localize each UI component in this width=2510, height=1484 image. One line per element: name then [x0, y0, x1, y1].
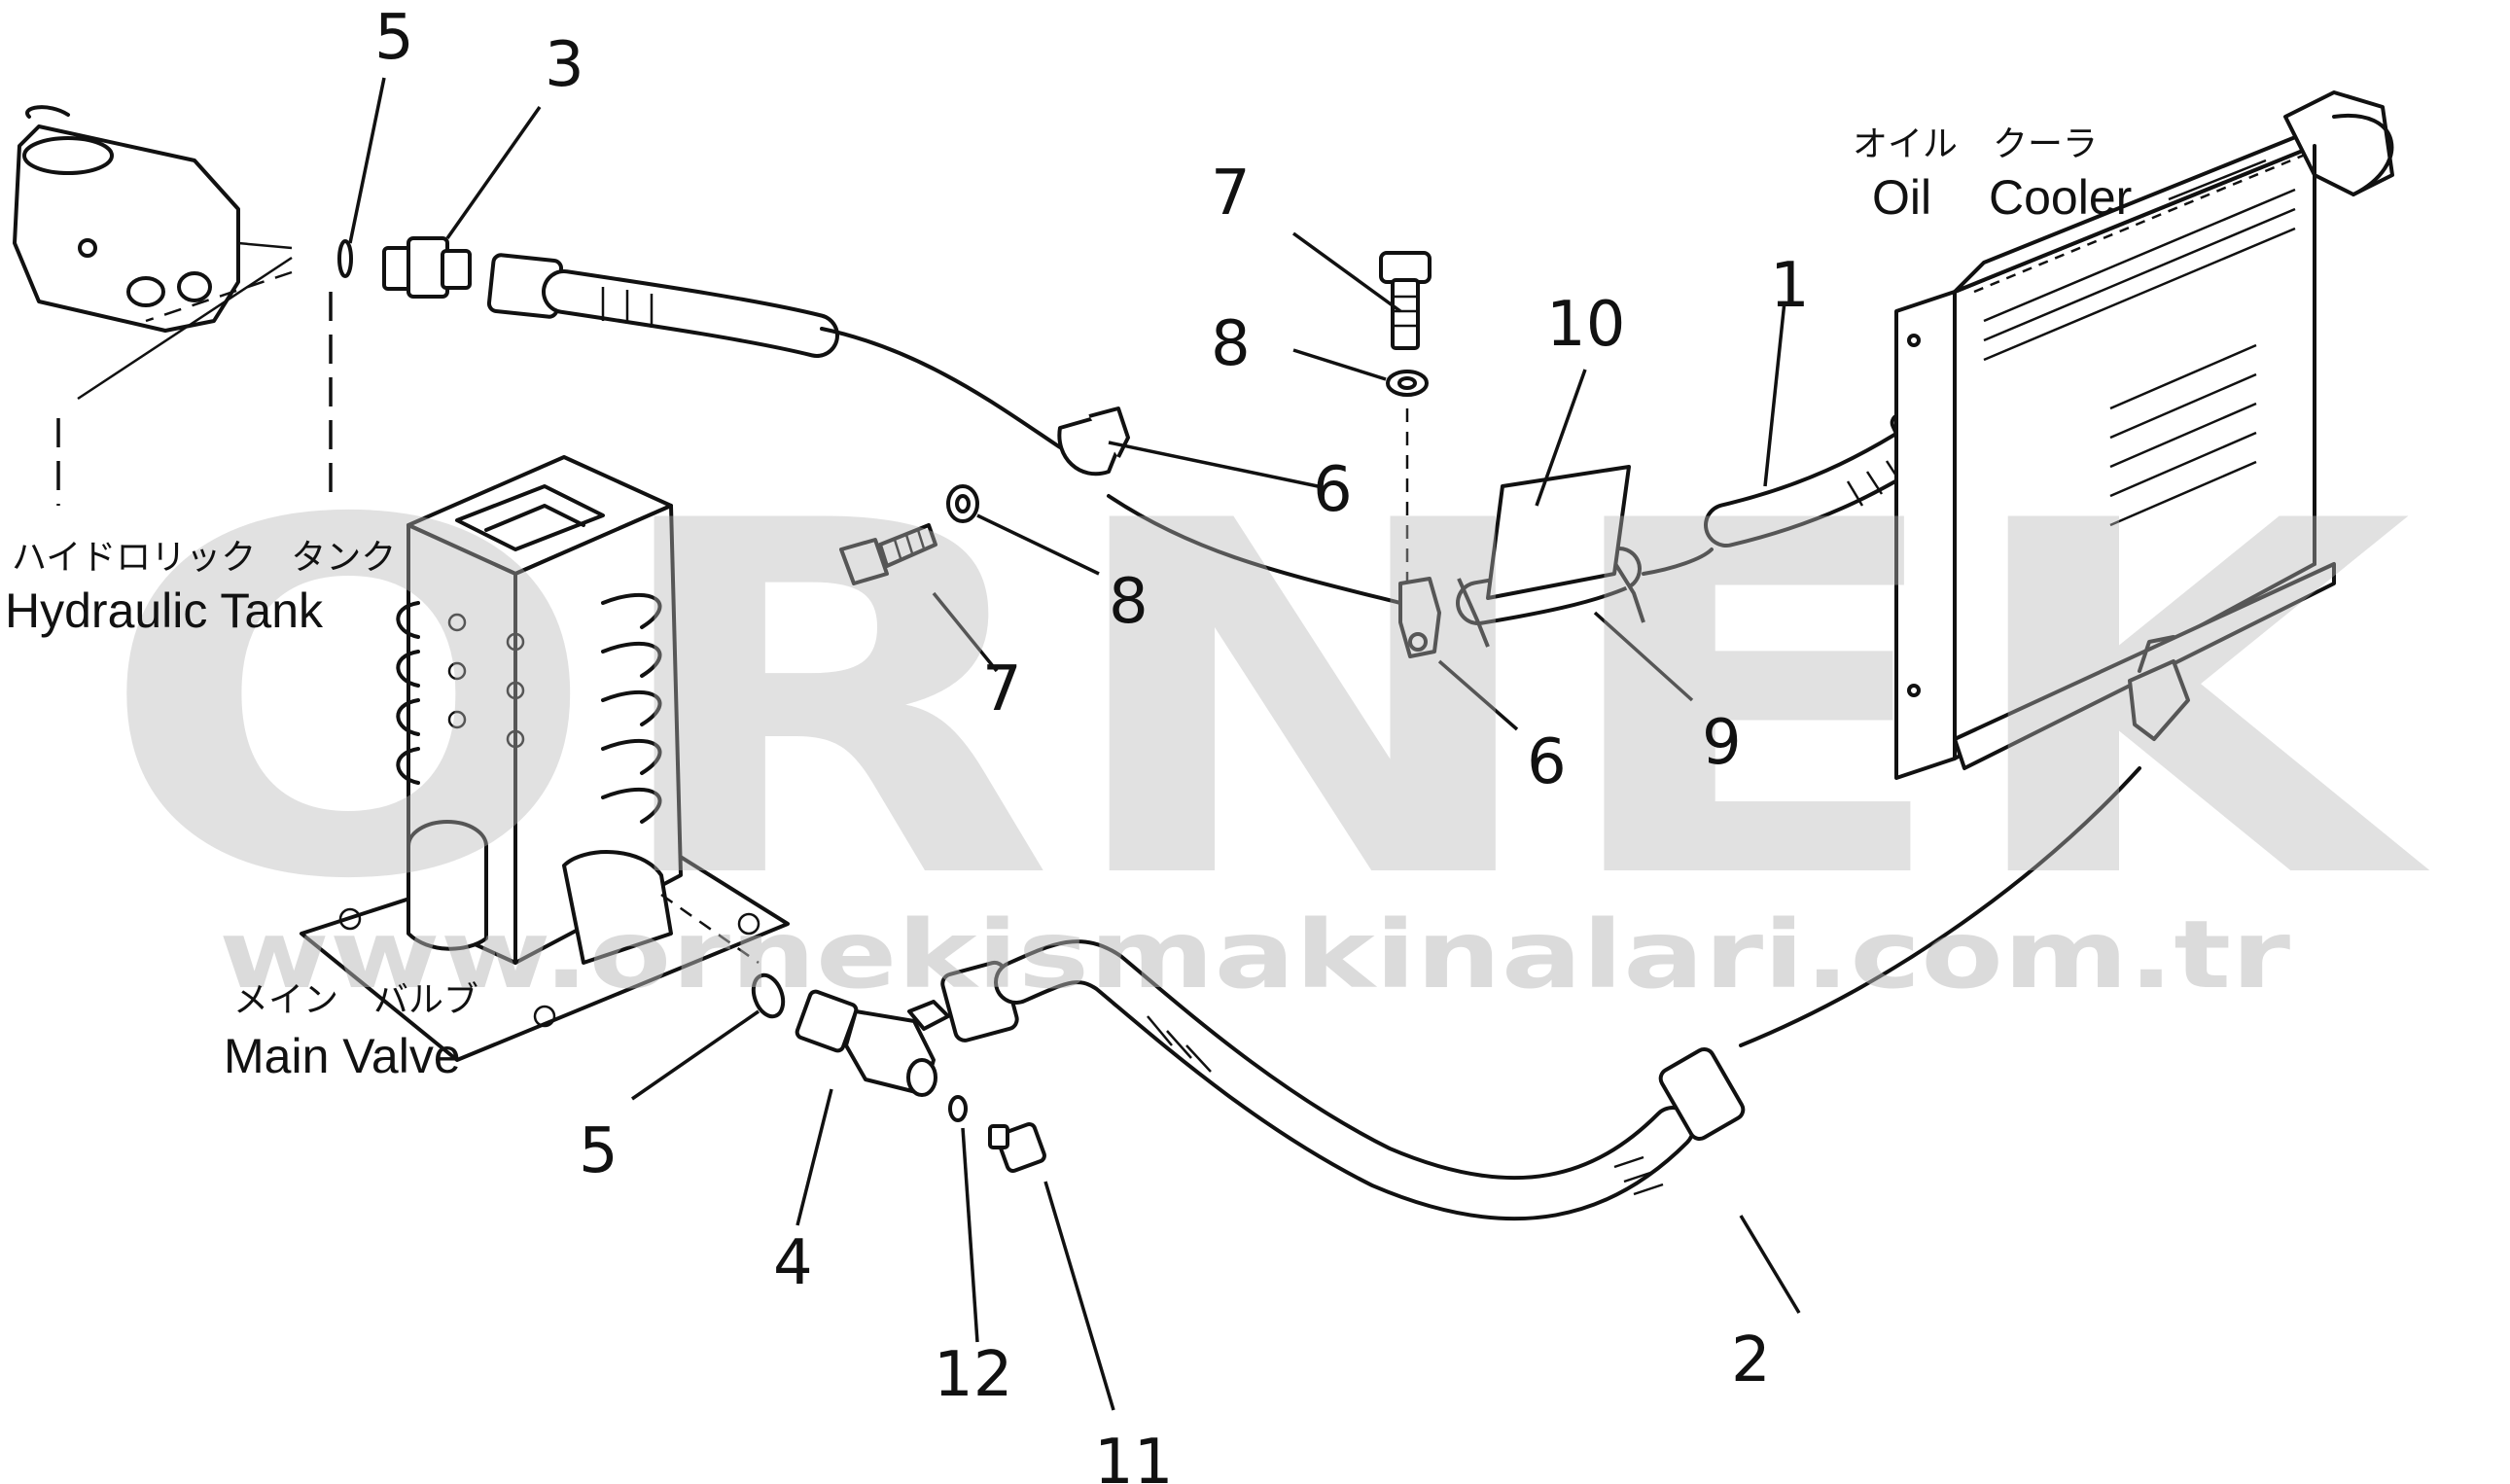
callout-6-lower: 6	[1527, 726, 1567, 798]
main-valve-en: Main Valve	[224, 1029, 461, 1083]
watermark-brand: ORNEK	[97, 419, 2434, 985]
o-ring-5-lower	[751, 972, 786, 1019]
oil-cooler-jp: オイル クーラ	[1853, 124, 2098, 164]
leader-lines	[348, 77, 2267, 1411]
oil-cooler-en-cooler: Cooler	[1989, 170, 2132, 225]
caption-hydraulic-tank: ハイドロリック タンク Hydraulic Tank	[5, 538, 396, 638]
elbow-4	[795, 989, 950, 1097]
callout-6-upper: 6	[1313, 454, 1353, 526]
callout-11: 11	[1094, 1427, 1173, 1484]
watermark: ORNEK www.ornekismakinalari.com.tr	[97, 419, 2434, 1009]
plug-11	[988, 1122, 1046, 1173]
callout-5-top: 5	[374, 2, 414, 74]
clamp-6-lower	[1398, 577, 1441, 658]
callout-2: 2	[1731, 1325, 1771, 1396]
hydraulic-tank-drawing	[13, 105, 333, 506]
connector-3	[382, 236, 472, 299]
callouts: 1 2 3 4 5 5 6 6 7 7 8 8 9 10 11 12	[374, 2, 1810, 1484]
washer-8-middle	[946, 484, 979, 523]
callout-12: 12	[934, 1339, 1012, 1411]
hose-2	[940, 766, 2141, 1221]
bolt-7-top	[1379, 251, 1432, 350]
callout-3: 3	[545, 29, 584, 101]
callout-1: 1	[1770, 250, 1810, 322]
callout-9: 9	[1702, 707, 1742, 779]
main-valve-drawing	[300, 455, 790, 1062]
callout-4: 4	[773, 1227, 813, 1299]
washer-8-top	[1386, 370, 1429, 397]
oil-cooler-en-oil: Oil	[1872, 170, 1931, 225]
bolt-7-middle	[839, 523, 937, 585]
caption-main-valve: メイン バルブ Main Valve	[224, 980, 478, 1083]
callout-8-top: 8	[1211, 308, 1251, 380]
hydraulic-tank-en: Hydraulic Tank	[5, 583, 324, 638]
caption-oil-cooler: オイル クーラ Oil Cooler	[1853, 124, 2132, 225]
callout-8-middle: 8	[1109, 566, 1149, 638]
o-ring-5-top	[337, 239, 353, 278]
main-valve-jp: メイン バルブ	[233, 980, 478, 1020]
o-ring-12	[948, 1095, 968, 1122]
callout-10: 10	[1546, 289, 1625, 361]
callout-7-top: 7	[1211, 158, 1251, 230]
callout-7-middle: 7	[982, 654, 1022, 725]
hydraulic-tank-jp: ハイドロリック タンク	[12, 538, 396, 578]
tag-10	[1486, 465, 1631, 600]
hose-tank-to-clamp	[486, 253, 1402, 605]
oil-cooler-drawing	[1894, 90, 2394, 780]
watermark-url: www.ornekismakinalari.com.tr	[219, 901, 2291, 1009]
callout-5-lower: 5	[579, 1115, 619, 1187]
